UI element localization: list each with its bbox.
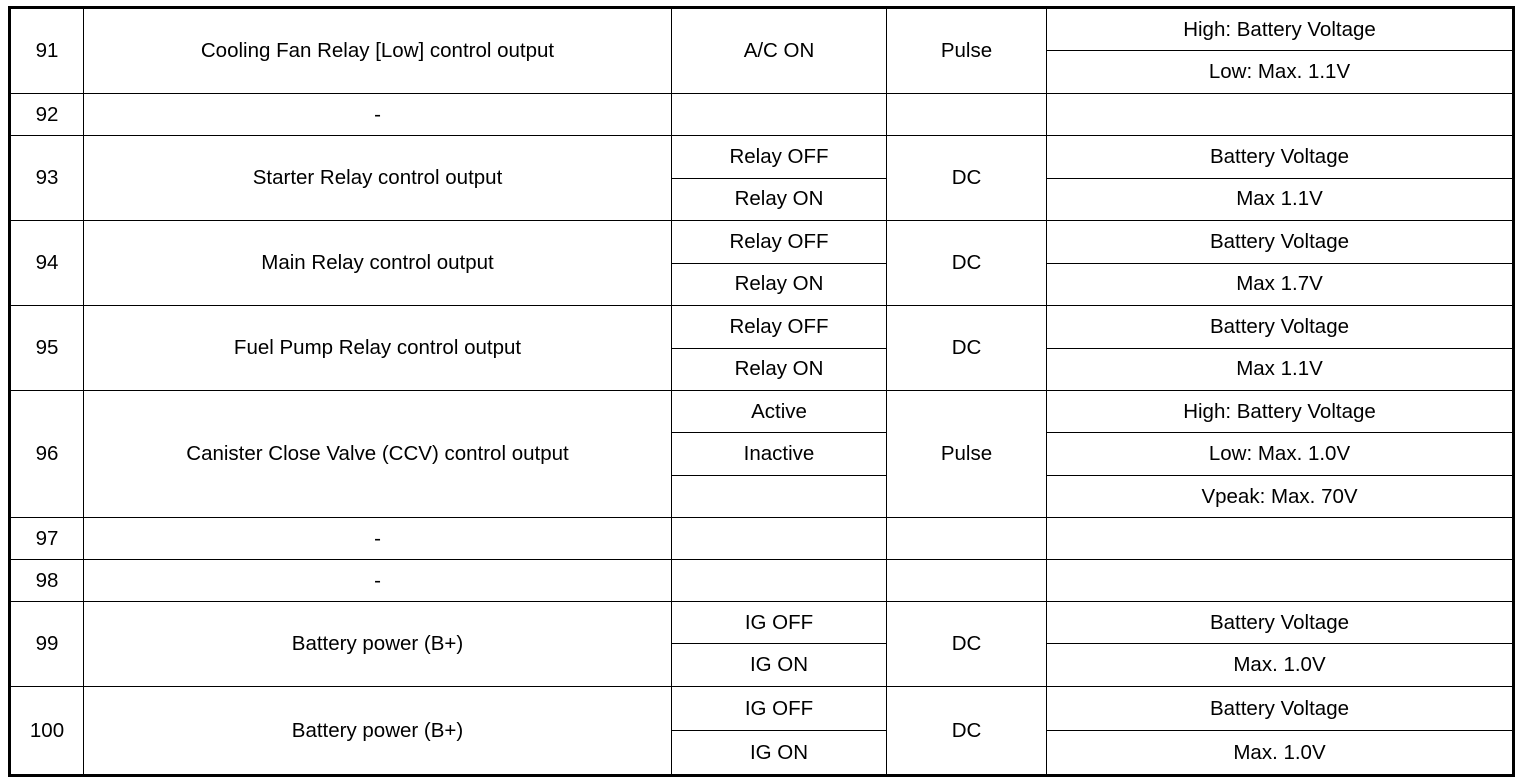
value-cell-empty [1046,93,1514,136]
value-cell: Max 1.7V [1046,262,1514,306]
condition-cell: Relay ON [671,177,887,221]
pin-number-cell: 94 [9,220,84,306]
value-cell: Max 1.1V [1046,347,1514,391]
signal-type-cell: DC [886,220,1047,306]
table-row: 92- [9,93,1514,136]
signal-type-cell-empty [886,93,1047,136]
signal-type-cell-empty [886,558,1047,602]
value-cell: High: Battery Voltage [1046,389,1514,434]
condition-cell: Inactive [671,432,887,476]
value-cell: Battery Voltage [1046,305,1514,349]
value-cell: Max. 1.0V [1046,730,1514,776]
condition-cell: A/C ON [671,7,887,94]
condition-cell: Active [671,389,887,434]
table-row: 98- [9,558,1514,602]
pin-description-cell: Starter Relay control output [83,135,672,221]
condition-cell-empty [671,516,887,560]
value-cell: Low: Max. 1.1V [1046,50,1514,94]
table-row: Relay ON Max 1.1V [10,347,1514,391]
pin-number-cell: 97 [9,516,84,560]
pin-description-cell: Main Relay control output [83,220,672,306]
value-cell-empty [1046,558,1514,602]
condition-cell: Relay ON [671,347,887,391]
value-cell: Vpeak: Max. 70V [1046,474,1514,518]
pin-description-cell: - [83,93,672,136]
signal-type-cell: DC [886,305,1047,391]
table-row: Vpeak: Max. 70V [10,474,1514,518]
pin-description-cell: Canister Close Valve (CCV) control outpu… [83,390,672,518]
value-cell: Battery Voltage [1046,685,1514,732]
condition-cell: IG ON [671,643,887,687]
pin-number-cell: 98 [9,558,84,602]
table-row: Low: Max. 1.1V [10,50,1514,94]
signal-type-cell: DC [886,685,1047,776]
table-row: Relay ON Max 1.1V [10,177,1514,221]
value-cell-empty [1046,516,1514,560]
condition-cell-empty [671,474,887,518]
value-cell: High: Battery Voltage [1046,7,1514,51]
pin-description-cell: Fuel Pump Relay control output [83,305,672,391]
signal-type-cell: DC [886,600,1047,687]
condition-cell: IG ON [671,730,887,776]
condition-cell-empty [671,93,887,136]
table-row: Inactive Low: Max. 1.0V [10,432,1514,476]
value-cell: Max 1.1V [1046,177,1514,221]
value-cell: Battery Voltage [1046,135,1514,179]
condition-cell: IG OFF [671,685,887,732]
signal-type-cell: Pulse [886,390,1047,518]
signal-type-cell-empty [886,516,1047,560]
condition-cell-empty [671,558,887,602]
value-cell: Battery Voltage [1046,220,1514,264]
condition-cell: Relay OFF [671,135,887,179]
condition-cell: Relay ON [671,262,887,306]
value-cell: Max. 1.0V [1046,643,1514,687]
pin-number-cell: 91 [9,7,84,94]
pin-number-cell: 96 [9,390,84,518]
condition-cell: Relay OFF [671,220,887,264]
pin-number-cell: 93 [9,135,84,221]
pin-number-cell: 99 [9,600,84,687]
signal-type-cell: DC [886,135,1047,221]
pin-number-cell: 100 [9,685,84,776]
table-row: Relay ON Max 1.7V [10,262,1514,306]
pin-number-cell: 95 [9,305,84,391]
pin-description-cell: Battery power (B+) [83,685,672,776]
signal-type-cell: Pulse [886,7,1047,94]
table-row: IG ON Max. 1.0V [10,643,1514,687]
pin-description-cell: Cooling Fan Relay [Low] control output [83,7,672,94]
pin-description-cell: Battery power (B+) [83,600,672,687]
value-cell: Battery Voltage [1046,600,1514,645]
value-cell: Low: Max. 1.0V [1046,432,1514,476]
condition-cell: IG OFF [671,600,887,645]
pin-description-cell: - [83,516,672,560]
condition-cell: Relay OFF [671,305,887,349]
pin-description-cell: - [83,558,672,602]
table-row: 97- [9,516,1514,560]
table-row: IG ON Max. 1.0V [10,730,1514,776]
pin-number-cell: 92 [9,93,84,136]
